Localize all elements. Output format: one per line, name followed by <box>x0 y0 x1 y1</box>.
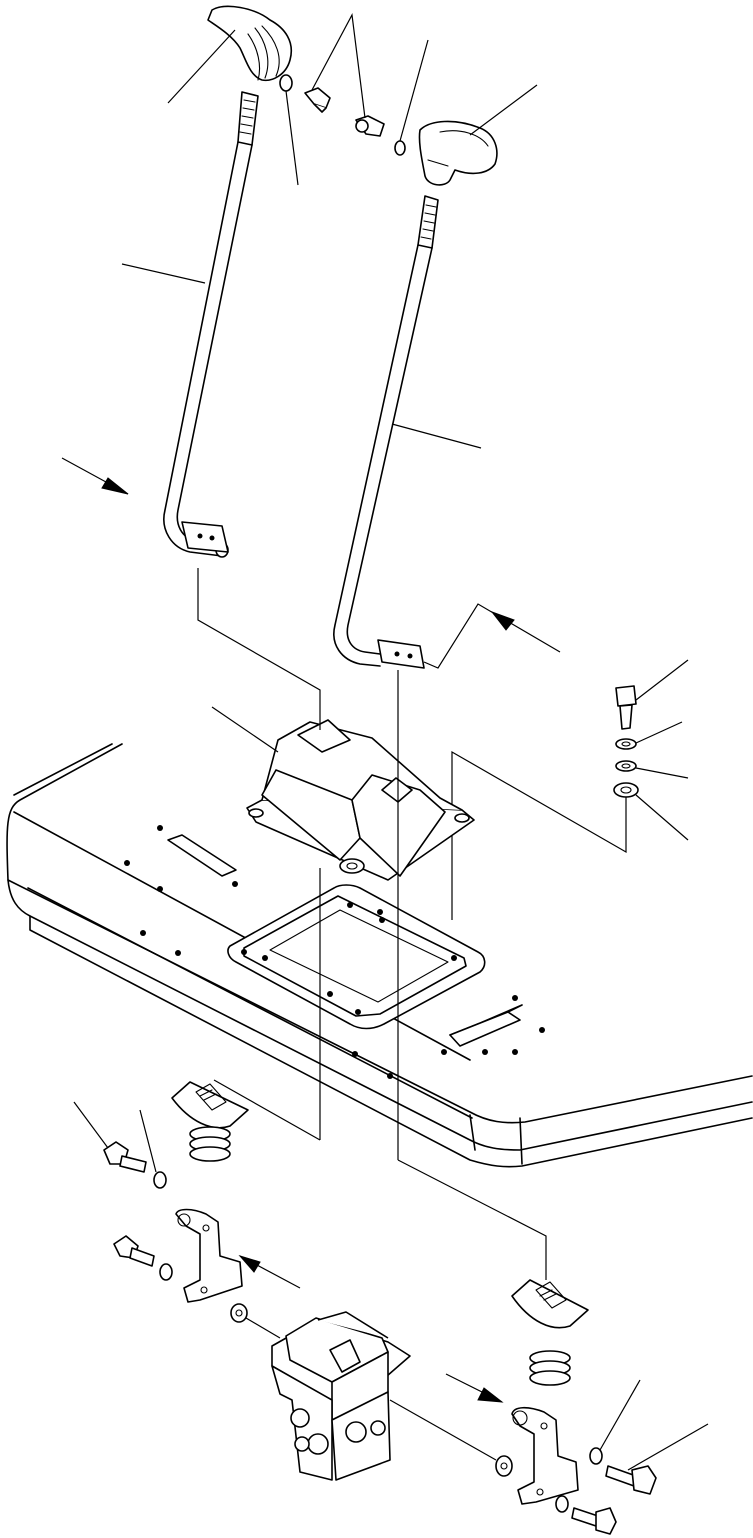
hardware-bolt <box>615 659 689 730</box>
leader-right-rod <box>391 423 482 449</box>
leader-left-knob <box>167 29 236 104</box>
lower-left-bolt-2 <box>113 1235 155 1267</box>
leader-rod-to-cover-left <box>197 568 321 730</box>
top-bolt-1 <box>304 87 331 113</box>
right-knob-washer <box>394 39 429 156</box>
leader-hardware-to-cover <box>451 750 627 920</box>
left-bracket-washer <box>230 1303 281 1339</box>
left-lever-knob <box>207 5 292 82</box>
lever-cover-housing <box>211 706 475 881</box>
lower-left-washer-2 <box>159 1263 173 1281</box>
right-lever-rod <box>333 195 439 669</box>
hardware-nut <box>613 782 689 841</box>
left-spring <box>189 1126 231 1162</box>
left-bracket <box>175 1208 243 1303</box>
arrow-left-rod <box>61 457 129 495</box>
left-boot <box>171 1081 249 1129</box>
leader-left-boot <box>213 1079 321 1141</box>
lower-right-bolt-1 <box>605 1423 709 1495</box>
lower-left-bolt-1 <box>73 1101 147 1173</box>
lower-right-bolt-2 <box>571 1507 617 1535</box>
right-boot <box>511 1279 589 1329</box>
lower-right-washer-2 <box>555 1495 569 1513</box>
floor-plate <box>6 743 753 1168</box>
pilot-valve-body <box>271 1311 497 1481</box>
lower-right-washer-1 <box>589 1379 641 1465</box>
leader-right-boot <box>397 1159 547 1280</box>
leader-left-rod <box>121 263 206 284</box>
top-bolt-2 <box>355 115 385 137</box>
hardware-washer-2 <box>615 760 689 779</box>
lower-left-washer-1 <box>139 1109 167 1189</box>
right-lever-knob <box>418 120 498 186</box>
arrow-right-bracket <box>445 1373 504 1403</box>
left-knob-washer <box>279 74 299 186</box>
plate-opening-gasket <box>227 884 486 1030</box>
arrow-right-rod <box>423 603 561 669</box>
valve-washer <box>495 1455 513 1477</box>
leader-top-bolts <box>311 13 366 119</box>
right-bracket <box>511 1406 579 1505</box>
left-lever-rod <box>163 91 259 558</box>
leader-right-knob <box>469 84 538 136</box>
hardware-washer-1 <box>615 721 683 750</box>
arrow-left-bracket <box>238 1255 301 1289</box>
right-spring <box>529 1350 571 1386</box>
